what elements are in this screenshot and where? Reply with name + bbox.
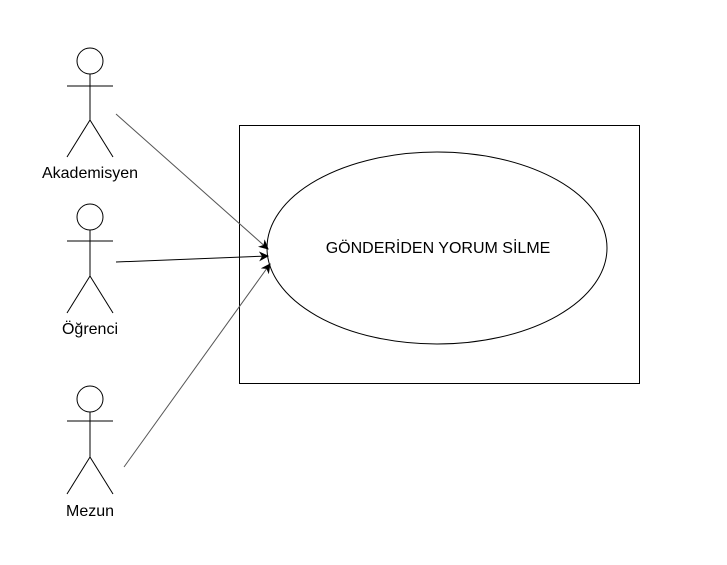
actor-right-leg bbox=[89, 456, 114, 495]
actor-label-mezun: Mezun bbox=[65, 503, 115, 520]
actor-akademisyen-figure bbox=[66, 47, 114, 158]
actor-left-leg bbox=[66, 119, 91, 158]
actor-head bbox=[76, 385, 104, 413]
actor-right-leg bbox=[89, 119, 114, 158]
actor-label-ogrenci: Öğrenci bbox=[61, 321, 119, 338]
association-mezun bbox=[123, 263, 271, 468]
actor-label-akademisyen: Akademisyen bbox=[41, 165, 139, 182]
actor-ogrenci-figure bbox=[66, 203, 114, 314]
actor-mezun-figure bbox=[66, 385, 114, 495]
actor-right-leg bbox=[89, 275, 114, 314]
actor-head bbox=[76, 47, 104, 75]
association-ogrenci bbox=[115, 251, 269, 263]
use-case-label: GÖNDERİDEN YORUM SİLME bbox=[325, 240, 551, 257]
association-akademisyen bbox=[115, 113, 269, 250]
actor-left-leg bbox=[66, 275, 91, 314]
actor-head bbox=[76, 203, 104, 231]
actor-left-leg bbox=[66, 456, 91, 495]
